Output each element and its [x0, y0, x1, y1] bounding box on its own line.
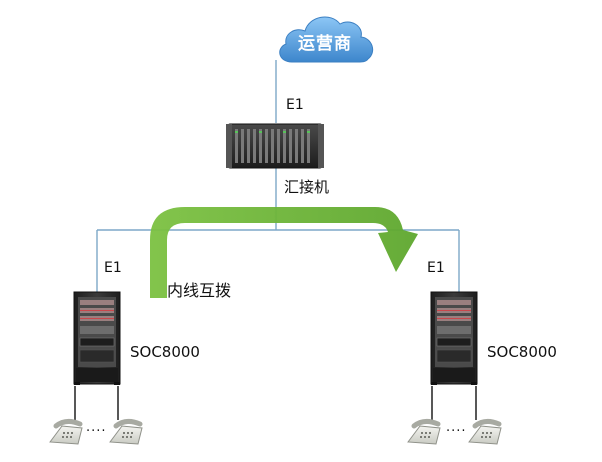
pbx-label-right: SOC8000	[487, 343, 557, 361]
desk-phone-icon	[468, 418, 502, 445]
server-rack-icon	[430, 291, 478, 385]
internal-call-label: 内线互拨	[167, 281, 232, 300]
server-rack-icon	[73, 291, 121, 385]
phones-ellipsis-right: ....	[446, 420, 467, 435]
aggregator-label: 汇接机	[284, 178, 330, 196]
phone-cords	[74, 386, 477, 420]
cloud-icon	[279, 16, 374, 63]
trunk-label-top: E1	[286, 97, 304, 113]
trunk-label-right: E1	[427, 260, 445, 276]
desk-phone-icon	[407, 418, 441, 445]
server-chassis-icon	[226, 123, 324, 169]
phones-ellipsis-left: ....	[86, 420, 107, 435]
pbx-label-left: SOC8000	[130, 343, 200, 361]
desk-phone-icon	[109, 418, 143, 445]
internal-call-arrow	[150, 207, 418, 298]
trunk-label-left: E1	[104, 260, 122, 276]
carrier-label: 运营商	[298, 34, 352, 54]
desk-phone-icon	[49, 418, 83, 445]
